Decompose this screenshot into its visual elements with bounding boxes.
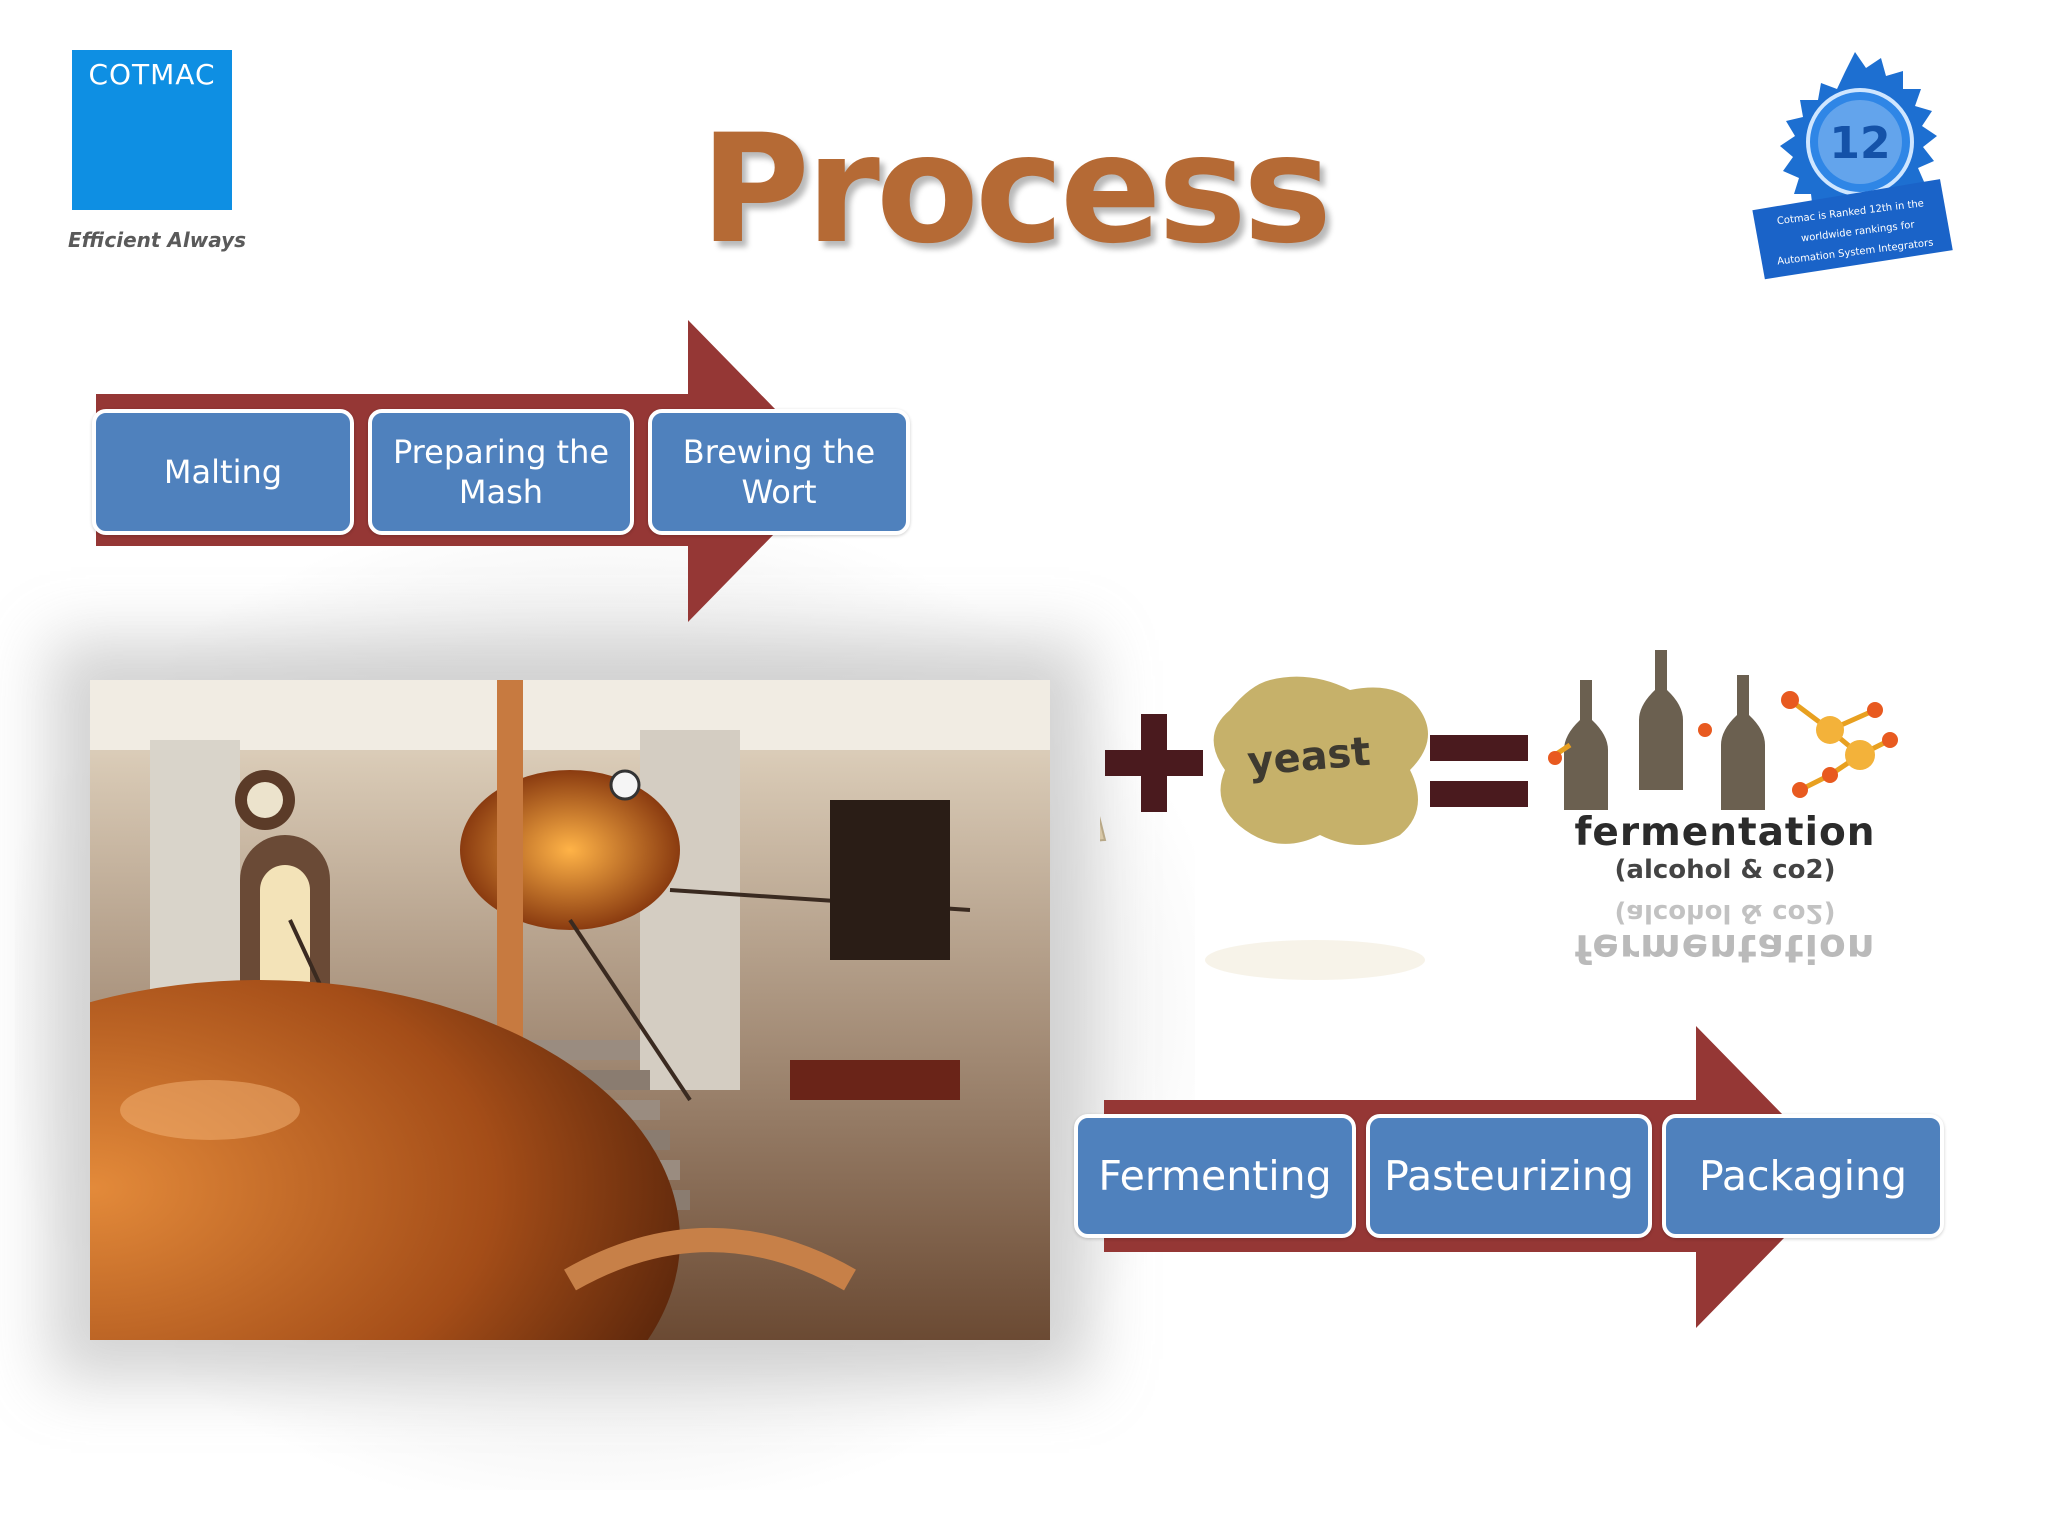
bottles-icon (1564, 650, 1765, 810)
step-fermenting: Fermenting (1074, 1114, 1356, 1238)
yeast-label: yeast (1246, 729, 1373, 786)
step-malting: Malting (92, 409, 354, 535)
badge-number: 12 (1829, 118, 1890, 169)
step-packaging: Packaging (1662, 1114, 1944, 1238)
cotmac-logo (72, 50, 232, 210)
fermentation-title: fermentation (1574, 810, 1876, 855)
step-brewing-wort: Brewing the Wort (648, 409, 910, 535)
step-preparing-mash: Preparing the Mash (368, 409, 634, 535)
badge-ribbon: Cotmac is Ranked 12th in the worldwide r… (1752, 179, 1953, 280)
plus-icon (1105, 714, 1203, 812)
slide-title: Process (700, 103, 1332, 277)
ranking-badge: 12 Cotmac is Ranked 12th in the worldwid… (1750, 50, 1960, 280)
badge-seal-icon (1780, 52, 1937, 224)
yeast-blob-icon (1213, 676, 1428, 845)
sugar-sack-icon (863, 670, 1107, 882)
logo-tagline: Efficient Always (67, 228, 247, 252)
brewery-photo (90, 680, 1050, 1340)
step-pasteurizing: Pasteurizing (1366, 1114, 1652, 1238)
equals-icon (1430, 735, 1528, 807)
logo-text: COTMAC (88, 58, 216, 91)
molecule-atoms-icon (1548, 691, 1898, 798)
fermentation-title-reflection: fermentation (1574, 925, 1876, 970)
fermentation-subtitle-reflection: (alcohol & co2) (1614, 898, 1836, 928)
fermentation-subtitle: (alcohol & co2) (1614, 855, 1836, 885)
